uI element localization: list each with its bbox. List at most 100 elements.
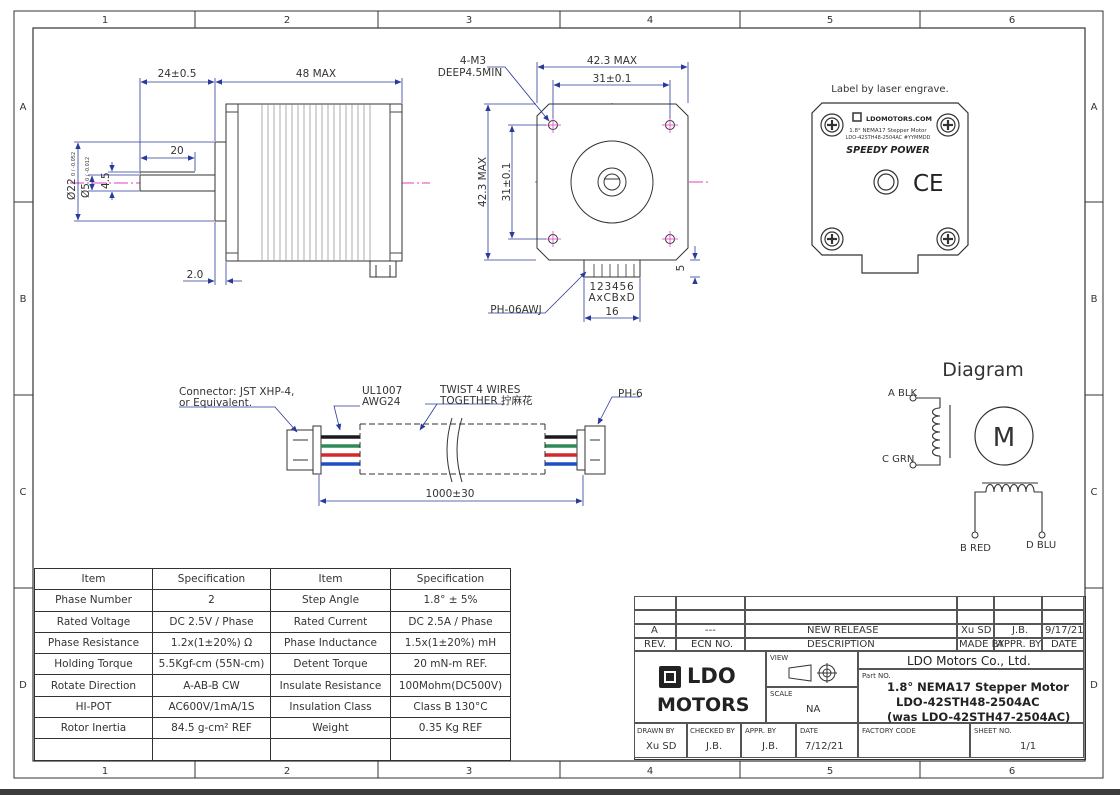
spec-table: Item Specification Item Specification Ph… <box>34 567 511 761</box>
col-label-top: 5 <box>827 15 833 26</box>
laser-label-view: Label by laser engrave. LDOMOTORS.COM 1.… <box>811 84 969 274</box>
side-view-dimensions <box>74 78 403 285</box>
rev-letter: A <box>651 625 658 636</box>
logo-ldo: LDO <box>687 664 736 688</box>
drawn-by-label: DRAWN BY <box>637 727 675 735</box>
row-label-left: D <box>19 680 27 691</box>
scale-value: NA <box>806 704 821 715</box>
dim-body-length: 48 MAX <box>296 68 336 80</box>
made-by-value: Xu SD <box>961 625 992 636</box>
part-number: LDO-42STH48-2504AC <box>896 695 1040 709</box>
logo-motors: MOTORS <box>657 694 750 716</box>
table-header-cell: Specification <box>390 567 511 591</box>
ecn-header: ECN NO. <box>691 639 734 650</box>
table-header-cell: Item <box>34 567 153 591</box>
row-label-left: B <box>20 294 27 305</box>
table-row: Holding Torque 5.5Kgf-cm (55N-cm) Detent… <box>34 653 511 676</box>
date-header: DATE <box>1051 639 1078 650</box>
part-number-old: (was LDO-42STH47-2504AC) <box>887 710 1071 724</box>
checked-by-label: CHECKED BY <box>690 727 735 735</box>
col-label-bottom: 5 <box>827 766 833 777</box>
table-cell: 2 <box>152 589 271 612</box>
table-header-cell: Item <box>270 567 391 591</box>
diagram-title: Diagram <box>942 359 1024 381</box>
approved-value: J.B. <box>1012 625 1029 636</box>
rev-header: REV. <box>644 639 666 650</box>
company-logo-icon <box>659 666 681 688</box>
label-ce-mark: CE <box>913 171 944 197</box>
motor-front-view <box>535 103 708 278</box>
motor-side-view <box>70 103 430 278</box>
wire-d-label: D BLU <box>1026 540 1056 551</box>
coil-a-c <box>916 397 951 466</box>
hole-depth: DEEP4.5MIN <box>438 67 502 79</box>
table-cell: Phase Resistance <box>34 631 153 655</box>
wire-gauge: AWG24 <box>362 396 401 408</box>
table-cell: 1.5x(1±20%) mH <box>390 631 511 655</box>
table-cell: 1.2x(1±20%) Ω <box>152 631 271 655</box>
label-line1: 1.8° NEMA17 Stepper Motor <box>849 128 927 134</box>
dim-shaft-tol: 0 / -0.012 <box>85 157 91 181</box>
company-name: LDO Motors Co., Ltd. <box>907 654 1031 668</box>
row-label-left: C <box>20 487 27 498</box>
view-label: VIEW <box>770 654 789 662</box>
row-label-left: A <box>20 102 27 113</box>
table-cell: Detent Torque <box>270 653 391 676</box>
front-view-dimensions <box>484 62 700 322</box>
wire-a-label: A BLK <box>888 388 917 399</box>
table-cell: AC600V/1mA/1S <box>152 695 271 719</box>
cable-assembly <box>179 396 640 506</box>
col-label-top: 2 <box>284 15 290 26</box>
table-cell: Phase Inductance <box>270 631 391 655</box>
table-header-cell: Specification <box>152 567 271 591</box>
row-label-right: C <box>1091 487 1098 498</box>
table-cell: 5.5Kgf-cm (55N-cm) <box>152 653 271 676</box>
ecn-value: --- <box>705 625 716 636</box>
hole-spec: 4-M3 <box>460 55 486 67</box>
col-label-top: 6 <box>1009 15 1015 26</box>
row-label-right: B <box>1091 294 1098 305</box>
table-row <box>34 738 511 761</box>
label-slogan: SPEEDY POWER <box>846 145 929 156</box>
table-cell: 100Mohm(DC500V) <box>390 674 511 697</box>
table-cell <box>270 738 391 761</box>
projection-symbol-icon <box>787 663 841 683</box>
label-line2: LDO-42STH48-2504AC #YYMMDD <box>846 135 931 141</box>
col-label-bottom: 1 <box>102 766 108 777</box>
col-label-bottom: 2 <box>284 766 290 777</box>
col-label-top: 3 <box>466 15 472 26</box>
table-cell <box>152 738 271 761</box>
table-row: Rotor Inertia 84.5 g-cm² REF Weight 0.35… <box>34 717 511 740</box>
dim-width-max: 42.3 MAX <box>587 55 637 67</box>
twist-note: TWIST 4 WIRES <box>439 384 521 396</box>
table-cell: Step Angle <box>270 589 391 612</box>
dim-height-max: 42.3 MAX <box>477 157 489 207</box>
table-cell: DC 2.5V / Phase <box>152 610 271 633</box>
table-cell: DC 2.5A / Phase <box>390 610 511 633</box>
dim-boss-dia: Ø22 <box>66 178 78 200</box>
description-header: DESCRIPTION <box>807 639 875 650</box>
table-cell: Phase Number <box>34 589 153 612</box>
part-description: 1.8° NEMA17 Stepper Motor <box>887 680 1069 694</box>
title-block: A --- NEW RELEASE Xu SD J.B. 9/17/21 REV… <box>634 596 1086 760</box>
description-value: NEW RELEASE <box>807 625 879 636</box>
table-cell: Rotor Inertia <box>34 717 153 740</box>
connector-note-2: or Equivalent. <box>179 397 252 409</box>
motor-symbol <box>974 406 1034 466</box>
row-label-right: D <box>1090 680 1098 691</box>
col-label-bottom: 3 <box>466 766 472 777</box>
date-label: DATE <box>800 727 819 735</box>
table-cell: 0.35 Kg REF <box>390 717 511 740</box>
table-cell: Weight <box>270 717 391 740</box>
sheet-no-value: 1/1 <box>1020 741 1037 752</box>
sheet-frame <box>13 10 1104 779</box>
table-cell: Insulation Class <box>270 695 391 719</box>
table-header-row: Item Specification Item Specification <box>34 567 511 591</box>
appr-by-label: APPR. BY <box>745 727 776 735</box>
motor-symbol-letter: M <box>993 423 1015 453</box>
dim-shaft-length: 24±0.5 <box>158 68 197 80</box>
col-label-top: 1 <box>102 15 108 26</box>
zone-labels: 1 2 3 4 5 6 1 2 3 4 5 6 A B C D A B C D <box>19 15 1098 777</box>
twist-note-2: TOGETHER 拧麻花 <box>439 394 533 407</box>
